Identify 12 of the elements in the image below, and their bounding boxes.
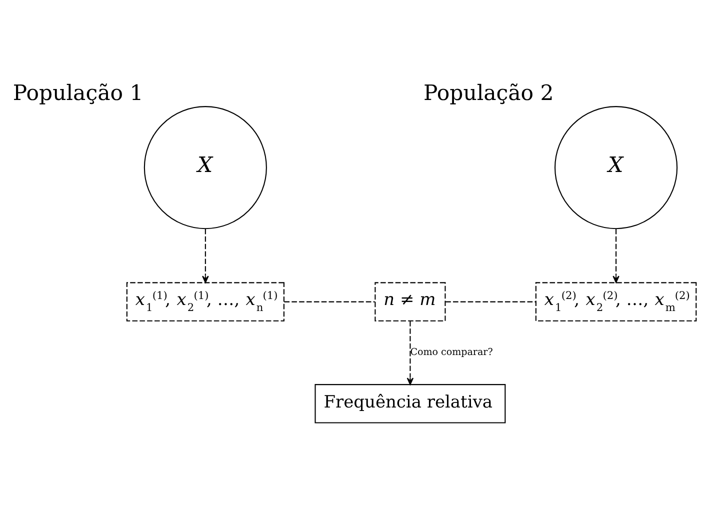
node-label: População 2: [423, 80, 554, 106]
node-box: n ≠ m: [374, 282, 446, 321]
node-circle: X: [144, 106, 267, 229]
connector: [284, 300, 375, 302]
node-box: Frequência relativa: [314, 384, 506, 423]
node-circle: X: [554, 106, 678, 229]
node-label: População 1: [12, 80, 144, 106]
arrow: [202, 228, 209, 283]
connector: [446, 300, 536, 302]
arrow: [612, 228, 620, 283]
arrow: [406, 320, 414, 384]
edge-label: Como comparar?: [410, 346, 493, 358]
